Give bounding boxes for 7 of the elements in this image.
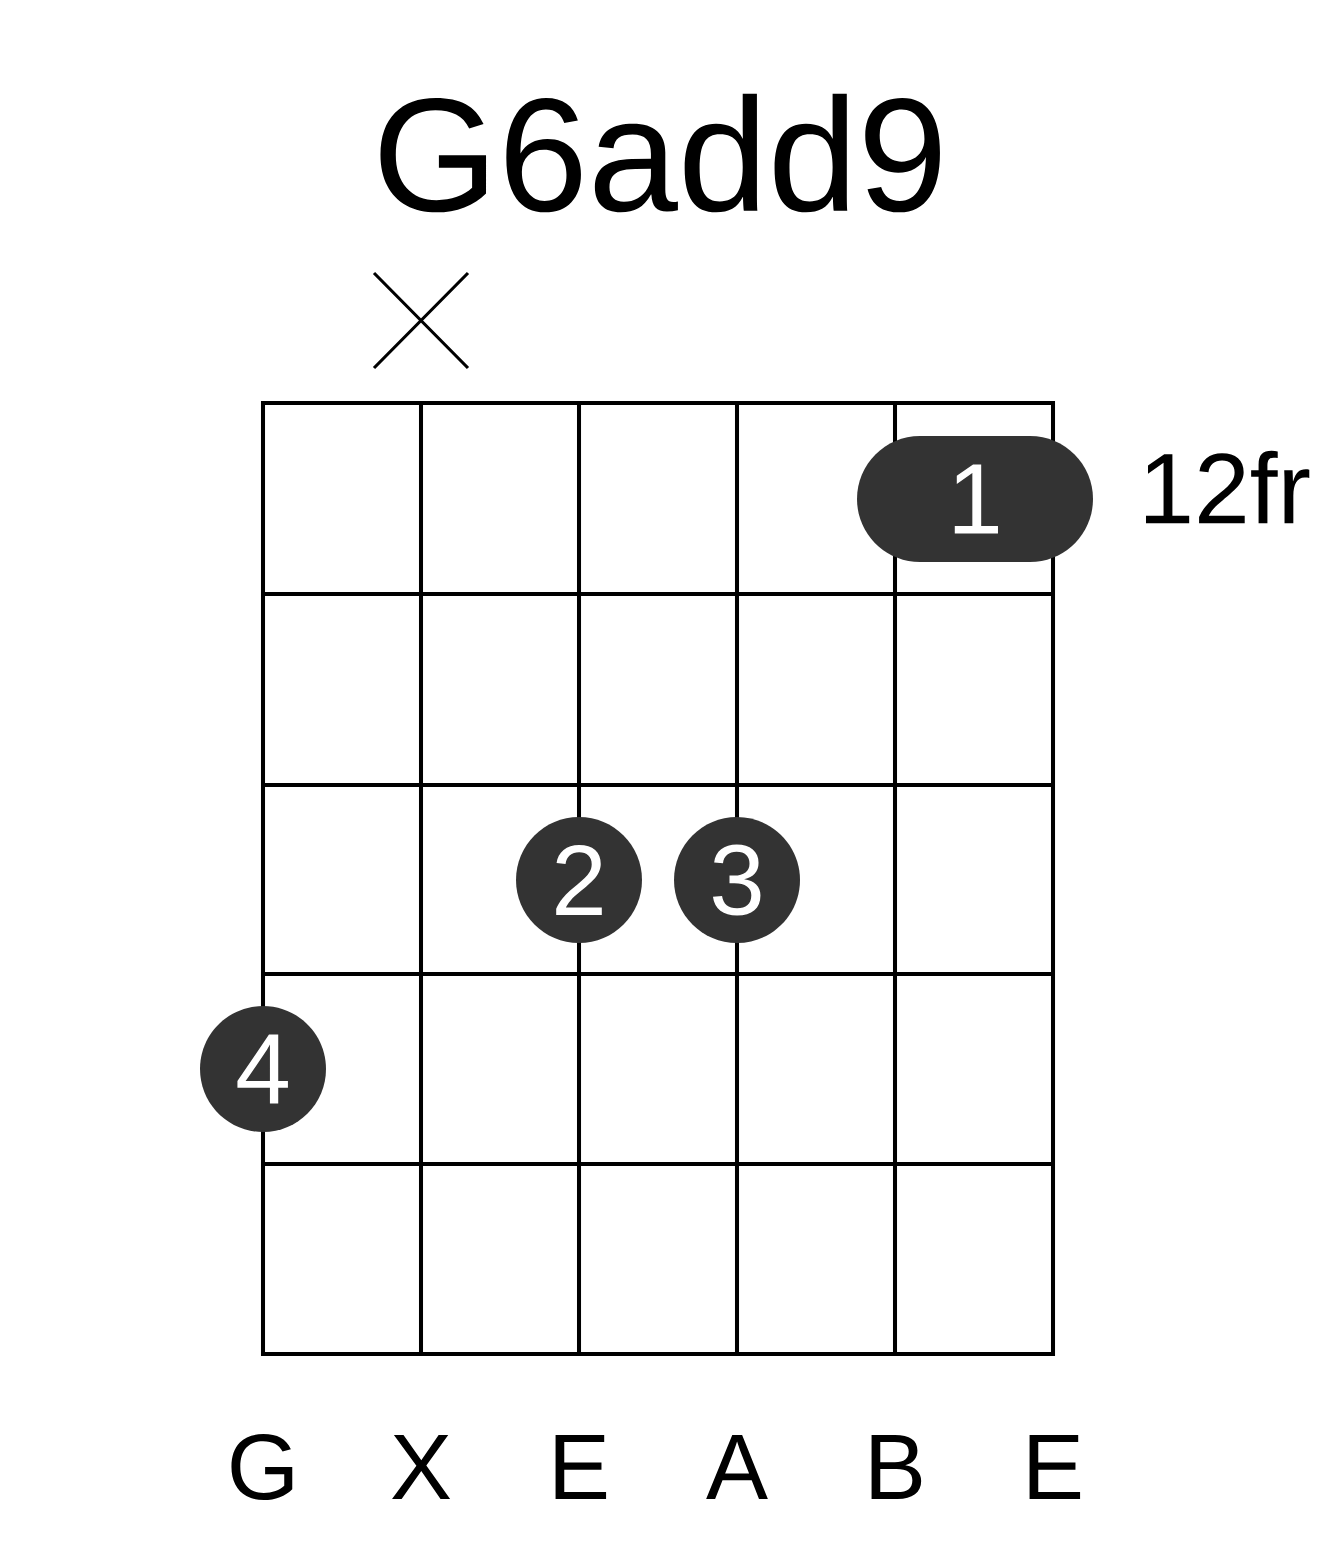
string-label: G (231, 1434, 293, 1500)
string-label: A (706, 1435, 768, 1500)
string-label: X (392, 1435, 451, 1500)
string-label: B (871, 1435, 922, 1500)
string-label: E (1029, 1435, 1081, 1500)
chord-title: G6add9 (380, 93, 940, 213)
string-label: E (555, 1435, 607, 1500)
